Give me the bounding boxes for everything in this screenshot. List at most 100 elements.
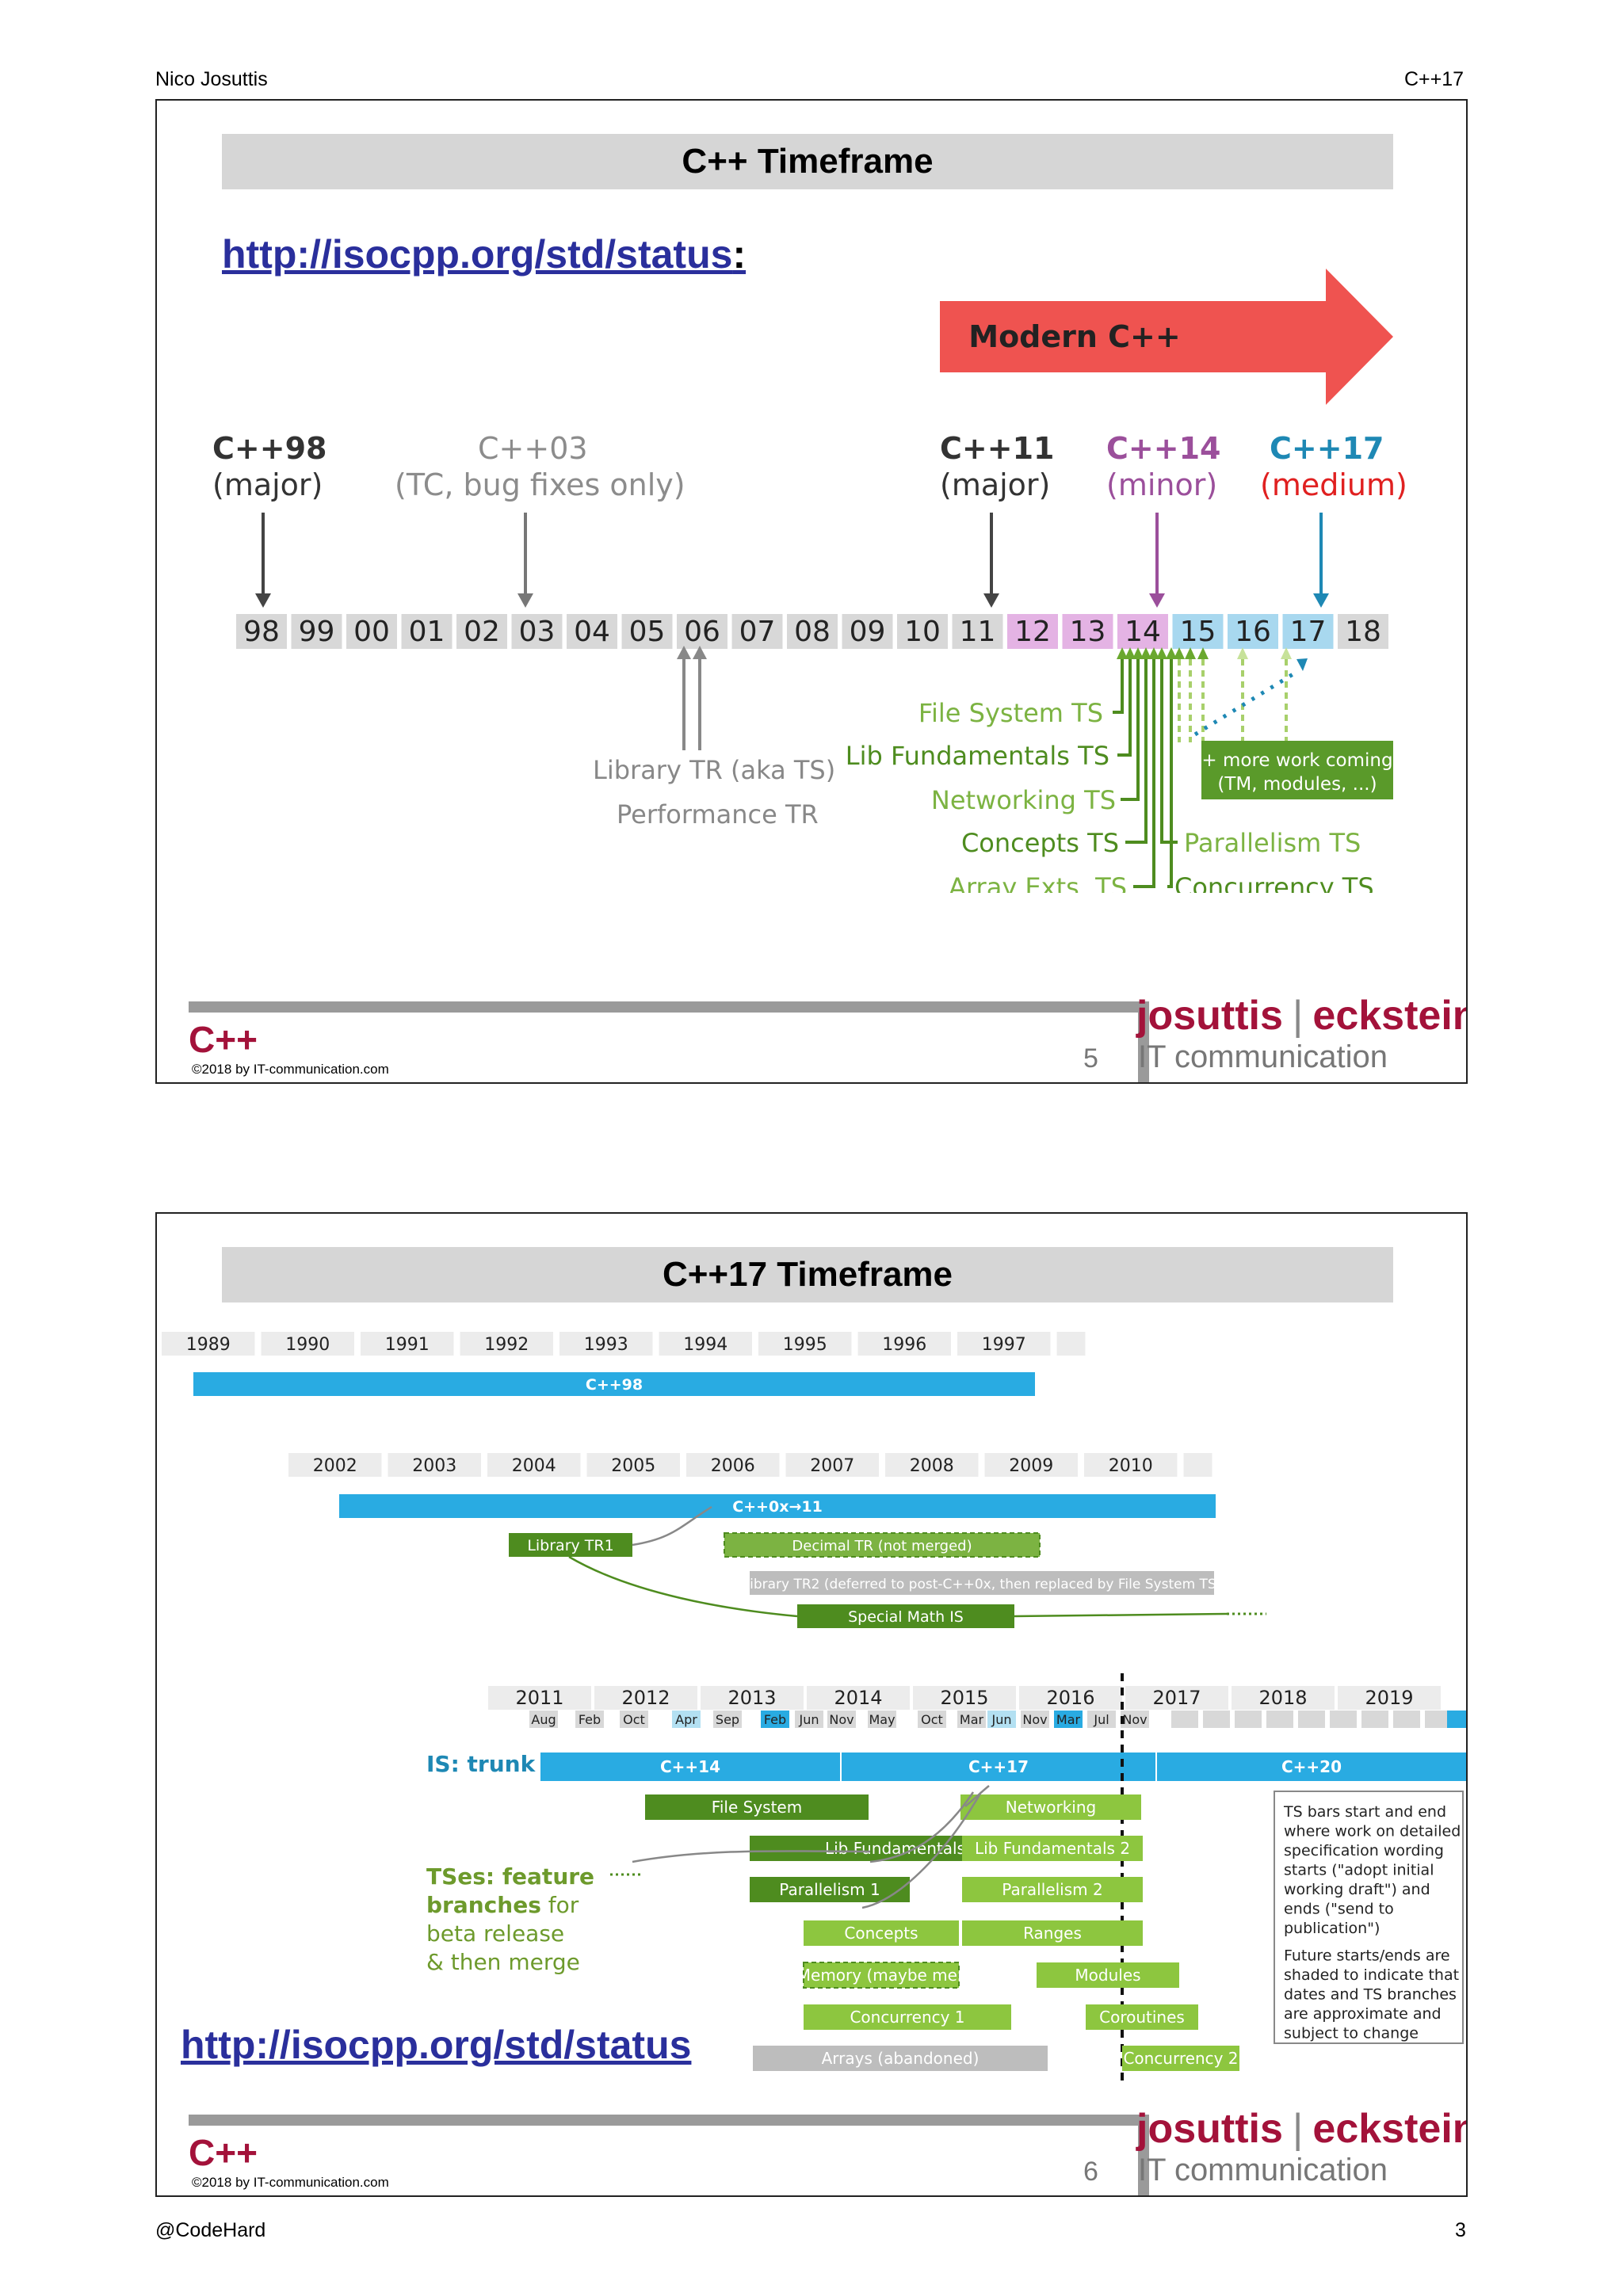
month-label: Apr bbox=[675, 1712, 697, 1727]
ts-bar-label: Concepts bbox=[844, 1924, 918, 1943]
decimal-tr-label: Decimal TR (not merged) bbox=[792, 1538, 972, 1554]
status-link[interactable]: http://isocpp.org/std/status: bbox=[222, 231, 746, 277]
ts-bar-label: Networking bbox=[1006, 1798, 1096, 1817]
ts-bar-label: Coroutines bbox=[1099, 2008, 1185, 2027]
year-cell bbox=[1338, 614, 1388, 649]
more-work-box bbox=[1201, 741, 1393, 799]
library-tr1-bar bbox=[509, 1533, 632, 1557]
performance-tr-label: Performance TR bbox=[617, 799, 819, 830]
slide-title: C++ Timeframe bbox=[222, 134, 1393, 189]
year-cell bbox=[401, 614, 453, 649]
month-label: Feb bbox=[764, 1712, 786, 1727]
year-cell bbox=[236, 614, 287, 649]
note-line: where work on detailed bbox=[1284, 1823, 1461, 1840]
status-link[interactable]: http://isocpp.org/std/status bbox=[181, 2023, 692, 2067]
ts-bar bbox=[960, 1794, 1141, 1820]
brand-a: josuttis bbox=[1136, 2106, 1283, 2152]
year-label: 04 bbox=[574, 616, 610, 648]
year-label: 99 bbox=[299, 616, 335, 648]
year-label: 2003 bbox=[412, 1456, 456, 1476]
brand-sub: IT communication bbox=[1138, 2153, 1388, 2187]
merge-curves bbox=[632, 1785, 990, 1909]
brand-sep: | bbox=[1292, 993, 1304, 1039]
ts-concurrency: Concurrency TS bbox=[1174, 872, 1374, 893]
year-cell bbox=[785, 1453, 879, 1477]
month-label: Aug bbox=[531, 1712, 556, 1727]
ts-bar bbox=[962, 1836, 1143, 1861]
ts-bar bbox=[1122, 2046, 1239, 2071]
cpp0x-bar-label: C++0x→11 bbox=[732, 1498, 823, 1516]
year-label: 06 bbox=[684, 616, 720, 648]
month-cell bbox=[529, 1711, 558, 1728]
year-label: 13 bbox=[1070, 616, 1106, 648]
year-cell bbox=[984, 1453, 1078, 1477]
year-label: 2012 bbox=[621, 1687, 670, 1709]
more-work-line1: + more work coming bbox=[1201, 750, 1392, 771]
year-cell bbox=[261, 1332, 354, 1356]
year-label: 17 bbox=[1290, 616, 1327, 648]
tses-line2: branches for bbox=[426, 1892, 579, 1918]
month-cell bbox=[713, 1711, 742, 1728]
year-cell bbox=[701, 1686, 804, 1710]
year-cell bbox=[621, 614, 673, 649]
brand-sep: | bbox=[1292, 2106, 1304, 2152]
month-cell-empty bbox=[1361, 1711, 1388, 1728]
footer-bar bbox=[189, 2115, 1149, 2126]
release-cpp14: C++14 bbox=[1106, 431, 1220, 466]
tr1-merge-curve bbox=[632, 1505, 712, 1547]
year-cell bbox=[677, 614, 727, 649]
library-tr-label: Library TR (aka TS) bbox=[593, 755, 835, 785]
year-cell bbox=[1084, 1453, 1178, 1477]
note-line: specification wording bbox=[1284, 1842, 1444, 1859]
tses-line2-bold: branches bbox=[426, 1892, 541, 1918]
year-cell-empty bbox=[1056, 1332, 1086, 1356]
ts-concepts: Concepts TS bbox=[961, 828, 1119, 858]
ts-bar bbox=[750, 1877, 910, 1902]
trunk-cpp14-label: C++14 bbox=[660, 1757, 720, 1776]
ts-connector-lines bbox=[1113, 655, 1178, 888]
year-cell bbox=[1117, 614, 1168, 649]
year-cell bbox=[842, 614, 893, 649]
year-cell bbox=[460, 1332, 553, 1356]
month-label: Jun bbox=[799, 1712, 819, 1727]
month-label: Nov bbox=[829, 1712, 854, 1727]
brand-b: eckstein bbox=[1312, 993, 1468, 1039]
release-cpp11-kind: (major) bbox=[940, 467, 1050, 502]
year-cell bbox=[511, 614, 563, 649]
year-cell bbox=[456, 614, 507, 649]
year-cell bbox=[1125, 1686, 1228, 1710]
ts-bar-label: Tx Memory (maybe merge) bbox=[772, 1966, 989, 1985]
library-tr2-bar bbox=[750, 1571, 1214, 1595]
footer-vbar bbox=[1138, 2115, 1149, 2195]
year-cell bbox=[686, 1453, 780, 1477]
month-cell-empty bbox=[1298, 1711, 1325, 1728]
month-cell bbox=[1021, 1711, 1049, 1728]
month-cell bbox=[1054, 1711, 1083, 1728]
subject-header: C++17 bbox=[1404, 68, 1465, 90]
year-label: 2015 bbox=[940, 1687, 988, 1709]
year-cell bbox=[346, 614, 397, 649]
year-cell bbox=[162, 1332, 255, 1356]
year-cell bbox=[897, 614, 948, 649]
year-label: 07 bbox=[739, 616, 776, 648]
status-link-text[interactable]: http://isocpp.org/std/status bbox=[222, 232, 733, 277]
brand-logo: josuttis|eckstein bbox=[1136, 992, 1468, 1039]
note-line: Future starts/ends are bbox=[1284, 1947, 1450, 1965]
future-dotted-arrow bbox=[1193, 669, 1300, 737]
cpp-logo: C++ bbox=[189, 2132, 258, 2173]
month-cell bbox=[868, 1711, 896, 1728]
year-cell bbox=[586, 1453, 680, 1477]
year-cell bbox=[1062, 614, 1113, 649]
ts-bar bbox=[1086, 2004, 1198, 2030]
more-work-line2: (TM, modules, ...) bbox=[1217, 774, 1377, 795]
year-cell bbox=[361, 1332, 454, 1356]
page-number: 3 bbox=[1455, 2219, 1466, 2241]
year-cell bbox=[807, 1686, 910, 1710]
year-label: 2005 bbox=[611, 1456, 655, 1476]
year-label: 15 bbox=[1180, 616, 1216, 648]
copyright: ©2018 by IT-communication.com bbox=[192, 2175, 389, 2190]
year-label: 1989 bbox=[186, 1335, 231, 1355]
